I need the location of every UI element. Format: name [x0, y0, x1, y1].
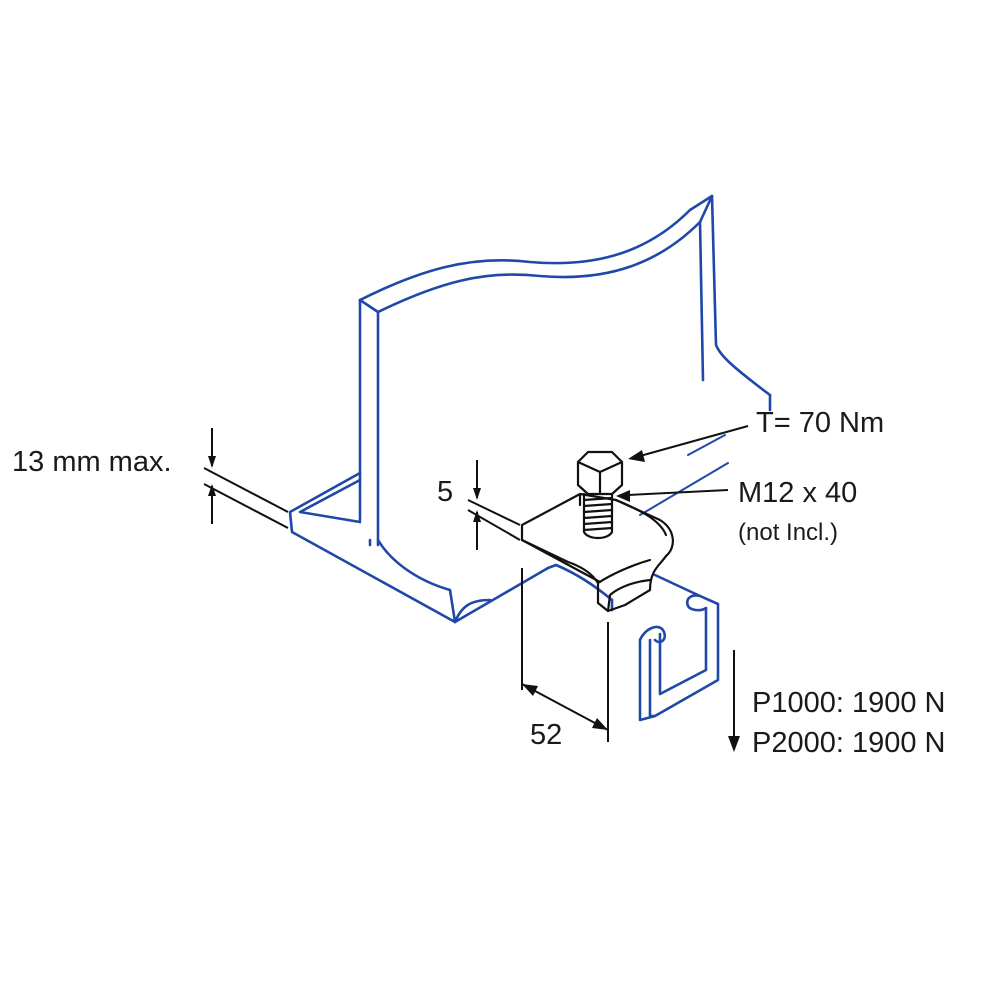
flange-dimension — [203, 428, 289, 529]
clamp-thickness-label: 5 — [437, 476, 453, 508]
clamp-thickness-dimension — [467, 460, 521, 550]
strut-channel — [546, 563, 720, 722]
load-p2000-label: P2000: 1900 N — [752, 727, 945, 759]
bolt-note-label: (not Incl.) — [738, 519, 838, 546]
load-p1000-label: P1000: 1900 N — [752, 687, 945, 719]
width-label: 52 — [530, 719, 562, 751]
width-dimension — [521, 568, 609, 742]
clamp-body — [520, 492, 674, 613]
bolt-size-label: M12 x 40 — [738, 477, 857, 509]
torque-label: T= 70 Nm — [756, 407, 884, 439]
bolt — [576, 450, 624, 540]
bolt-leader — [616, 489, 729, 502]
torque-leader — [628, 425, 749, 462]
flange-thickness-label: 13 mm max. — [12, 446, 172, 478]
steel-beam — [288, 194, 772, 624]
load-arrow — [728, 650, 740, 752]
